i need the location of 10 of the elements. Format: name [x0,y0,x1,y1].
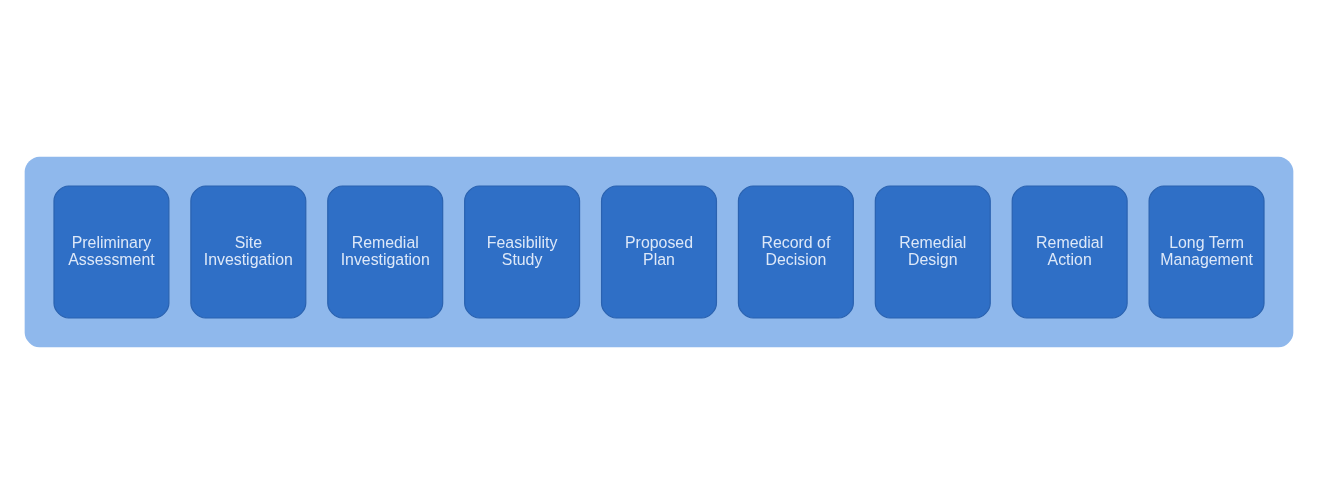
node-box: Record of Decision [737,184,854,319]
node-box: Remedial Design [874,184,991,319]
node-box: Remedial Action [1011,184,1128,319]
node-box: Preliminary Assessment [53,184,170,319]
node-box: Proposed Plan [600,184,718,319]
cluster [24,156,1294,347]
node-box: Site Investigation [190,184,307,319]
node-box: Long Term Management [1148,184,1265,319]
node-box: Remedial Investigation [327,184,444,319]
node-box: Feasibility Study [464,184,581,319]
